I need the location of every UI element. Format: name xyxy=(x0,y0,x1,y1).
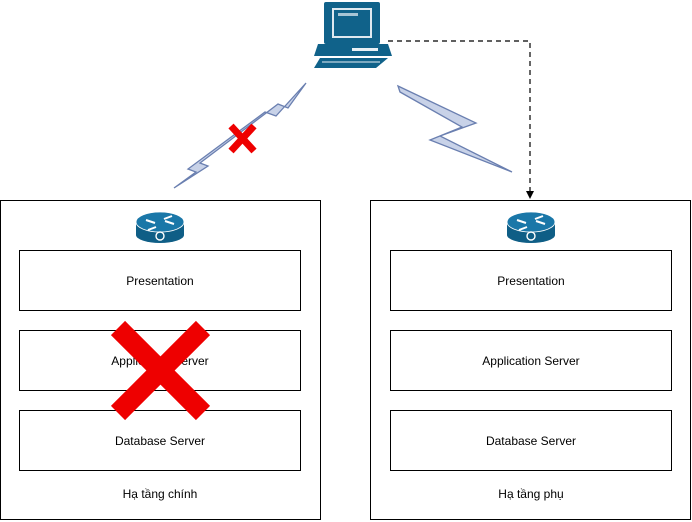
secondary-application-tier: Application Server xyxy=(390,330,672,391)
red-x-icon xyxy=(228,123,257,154)
secondary-caption: Hạ tầng phụ xyxy=(498,487,564,501)
primary-database-label: Database Server xyxy=(114,433,206,448)
primary-presentation-label: Presentation xyxy=(126,273,194,288)
primary-presentation-tier: Presentation xyxy=(19,250,301,311)
secondary-database-label: Database Server xyxy=(485,433,577,448)
secondary-application-label: Application Server xyxy=(482,353,580,368)
secondary-database-tier: Database Server xyxy=(390,410,672,471)
router-icon xyxy=(135,211,185,243)
primary-caption: Hạ tầng chính xyxy=(122,487,198,501)
secondary-presentation-label: Presentation xyxy=(497,273,565,288)
red-x-icon xyxy=(110,320,211,421)
lightning-link-icon xyxy=(173,82,307,189)
lightning-link-icon xyxy=(396,84,513,173)
failover-arrowhead xyxy=(526,191,534,199)
workstation-icon xyxy=(314,2,392,68)
secondary-presentation-tier: Presentation xyxy=(390,250,672,311)
failover-dashed-connector xyxy=(388,40,531,192)
router-icon xyxy=(506,211,556,243)
primary-database-tier: Database Server xyxy=(19,410,301,471)
